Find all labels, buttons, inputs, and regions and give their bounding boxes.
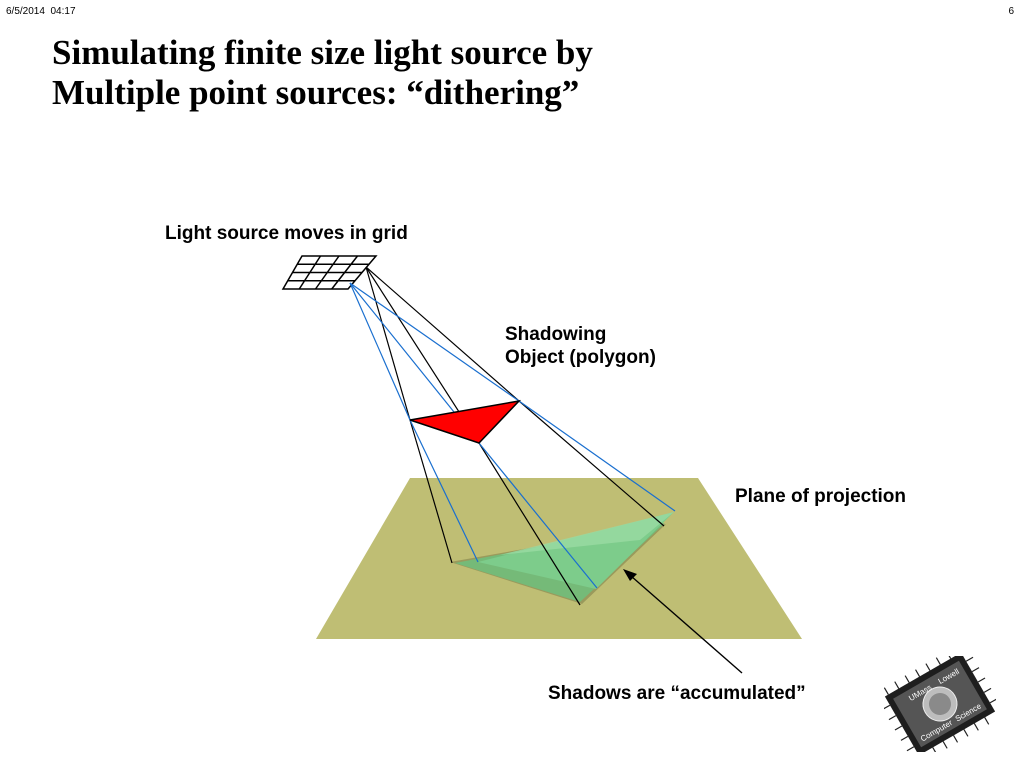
shadow-pointer-arrow-line	[630, 575, 743, 674]
umass-lowell-cs-logo: UMass Lowell Computer Science	[884, 656, 996, 752]
shadows-accumulated-label: Shadows are “accumulated”	[548, 683, 806, 704]
slide-page-number: 6	[1008, 6, 1014, 17]
black-light-rays	[365, 266, 665, 606]
slide-date: 6/5/2014 04:17	[6, 6, 76, 17]
shadowing-polygon	[409, 399, 522, 444]
light-source-grid	[281, 255, 378, 290]
slide-title-line-2: Multiple point sources: “dithering”	[52, 73, 580, 112]
plane-of-projection-label: Plane of projection	[735, 486, 907, 507]
shadow-pointer-arrowhead	[623, 569, 637, 581]
shadow-accumulated-highlight	[500, 512, 674, 555]
slide-title: Simulating finite size light source by M…	[52, 33, 952, 113]
light-grid-label: Light source moves in grid	[165, 223, 408, 244]
shadowing-object-label: Shadowing Object (polygon)	[505, 324, 656, 368]
slide-title-line-1: Simulating finite size light source by	[52, 33, 593, 72]
